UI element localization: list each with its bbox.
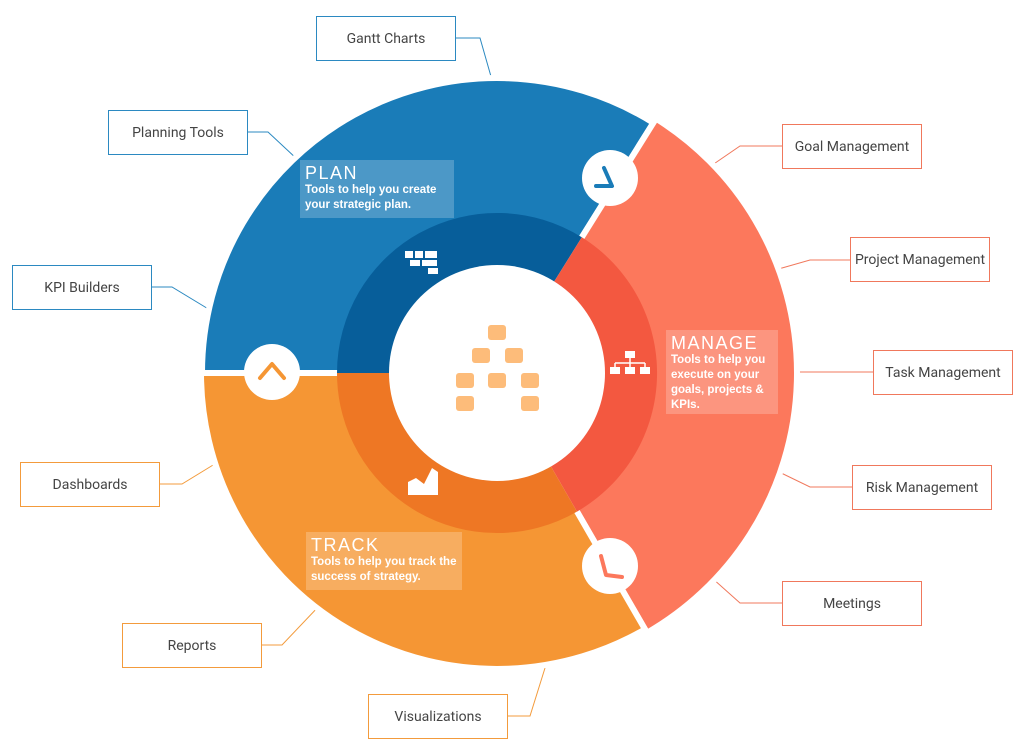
tool-label-gantt-charts[interactable]: Gantt Charts <box>316 16 456 61</box>
track-title: TRACK <box>311 535 380 555</box>
grid-blocks-icon <box>405 251 438 274</box>
connector-project-management <box>774 259 850 271</box>
tool-label-task-management[interactable]: Task Management <box>873 350 1013 395</box>
connector-gantt-charts <box>456 37 493 81</box>
plan-title: PLAN <box>305 163 359 183</box>
connector-dashboards <box>160 461 219 485</box>
connector-planning-tools <box>248 131 299 161</box>
connector-goal-management <box>704 145 782 171</box>
connector-meetings <box>711 577 782 604</box>
area-chart-icon <box>408 468 438 495</box>
manage-description: MANAGE Tools to help you execute on your… <box>666 330 778 414</box>
plan-description: PLAN Tools to help you create your strat… <box>300 160 454 218</box>
org-chart-icon <box>456 325 539 411</box>
manage-subtitle: Tools to help you execute on your goals,… <box>671 354 766 411</box>
connector-kpi-builders <box>152 286 211 311</box>
tool-label-kpi-builders[interactable]: KPI Builders <box>12 265 152 310</box>
tool-label-project-management[interactable]: Project Management <box>850 237 990 282</box>
connector-reports <box>262 604 321 646</box>
plan-subtitle: Tools to help you create your strategic … <box>305 184 437 211</box>
tool-label-reports[interactable]: Reports <box>122 623 262 668</box>
tool-label-planning-tools[interactable]: Planning Tools <box>108 110 248 155</box>
connector-visualizations <box>508 667 546 717</box>
chevron-icon <box>582 538 638 594</box>
track-description: TRACK Tools to help you track the succes… <box>306 532 462 590</box>
hierarchy-icon <box>610 351 650 374</box>
chevron-icon <box>582 150 638 206</box>
track-subtitle: Tools to help you track the success of s… <box>311 556 457 583</box>
chevron-icon <box>244 344 300 400</box>
tool-label-risk-management[interactable]: Risk Management <box>852 465 992 510</box>
tool-label-goal-management[interactable]: Goal Management <box>782 124 922 169</box>
tool-label-meetings[interactable]: Meetings <box>782 581 922 626</box>
connector-risk-management <box>774 469 852 488</box>
manage-title: MANAGE <box>671 333 759 353</box>
tool-label-dashboards[interactable]: Dashboards <box>20 462 160 507</box>
tool-label-visualizations[interactable]: Visualizations <box>368 694 508 739</box>
